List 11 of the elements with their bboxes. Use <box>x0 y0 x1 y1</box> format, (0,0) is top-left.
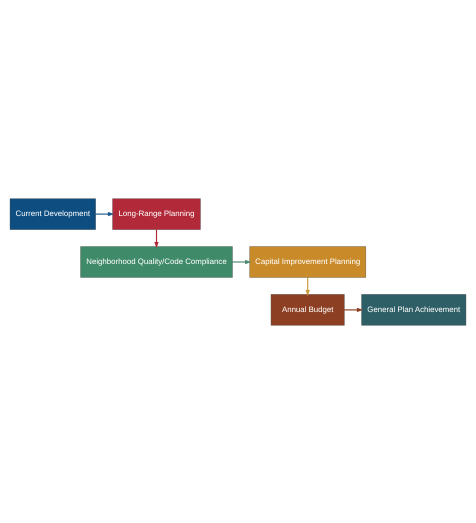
node-box: Neighborhood Quality/Code Compliance <box>80 246 233 278</box>
node-box: Long-Range Planning <box>112 198 201 230</box>
node-box: Annual Budget <box>270 294 345 326</box>
arrow <box>96 211 114 216</box>
node-box: Capital Improvement Planning <box>249 246 366 278</box>
node-box: Current Development <box>10 198 96 230</box>
arrow <box>306 277 310 296</box>
arrow <box>232 259 252 264</box>
arrow <box>344 307 364 312</box>
arrow <box>154 229 159 248</box>
node-box: General Plan Achievement <box>361 294 466 326</box>
